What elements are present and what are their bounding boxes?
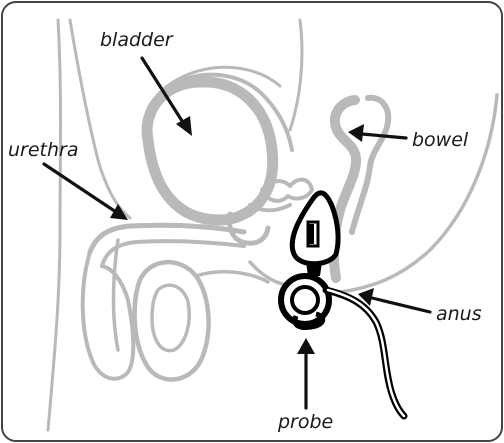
bowel-label: bowel xyxy=(412,129,469,151)
anus-label: anus xyxy=(436,303,482,325)
probe-label: probe xyxy=(277,411,333,433)
urethra-label: urethra xyxy=(8,139,79,161)
bladder-label: bladder xyxy=(100,29,174,51)
